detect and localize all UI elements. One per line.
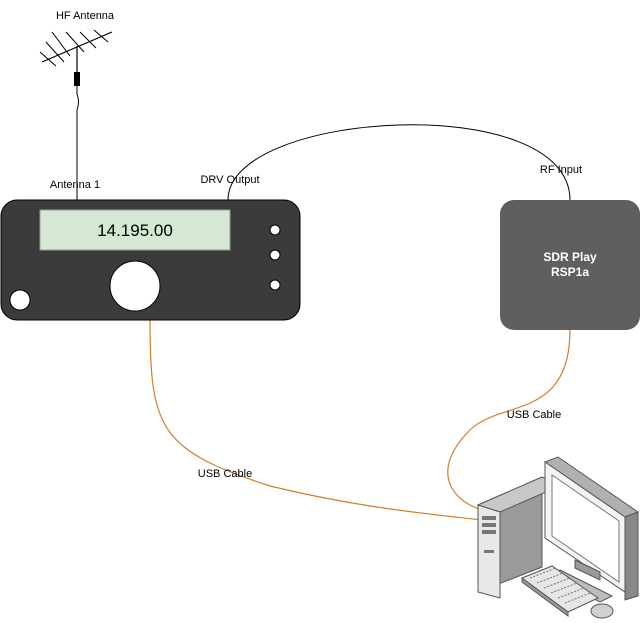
tuning-knob (109, 260, 161, 312)
usb-cable-sdr-label: USB Cable (507, 409, 561, 421)
frequency-display (39, 209, 231, 251)
radio-transceiver: 14.195.00 (0, 199, 301, 321)
sdr-receiver: SDR Play RSP1a (500, 200, 640, 330)
radio-button-3 (269, 279, 281, 291)
radio-button-1 (269, 224, 281, 236)
frequency-readout: 14.195.00 (97, 221, 173, 240)
sdr-name-line2: RSP1a (551, 265, 589, 279)
desktop-computer-icon (476, 456, 640, 619)
antenna-title: HF Antenna (56, 10, 115, 22)
antenna-port-label: Antenna 1 (50, 179, 100, 191)
power-button (9, 289, 31, 311)
radio-button-2 (269, 249, 281, 261)
usb-cable-sdr (447, 329, 571, 511)
drv-output-label: DRV Output (200, 174, 259, 186)
usb-cable-radio (149, 319, 483, 521)
rf-cable (227, 124, 571, 201)
sdr-name-line1: SDR Play (543, 250, 597, 264)
antenna-icon (39, 29, 113, 200)
rf-input-label: RF Input (540, 164, 582, 176)
usb-cable-radio-label: USB Cable (198, 468, 252, 480)
